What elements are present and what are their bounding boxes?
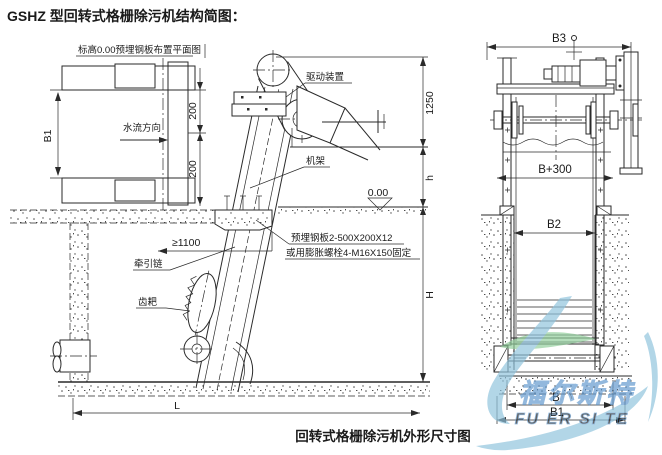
inlet-pipe xyxy=(50,339,97,373)
label-chain: 牵引链 xyxy=(133,246,236,271)
dim-b-label: B xyxy=(552,392,560,404)
label-frame: 机架 xyxy=(249,155,330,189)
rake-assembly xyxy=(182,270,217,336)
dim-b2-label: B2 xyxy=(547,219,561,231)
dim-b3-label: B3 xyxy=(552,33,566,45)
svg-text:≥1100: ≥1100 xyxy=(172,237,201,249)
motor-body xyxy=(551,65,581,83)
motor-cap xyxy=(543,68,553,80)
bearing-plates xyxy=(231,91,287,117)
dim-200-top-label: 200 xyxy=(187,102,199,120)
svg-text:机架: 机架 xyxy=(306,155,326,167)
embedded-plate-top xyxy=(114,63,156,89)
dim-length: L xyxy=(72,398,420,420)
svg-text:或用膨胀螺栓4-M16X150固定: 或用膨胀螺栓4-M16X150固定 xyxy=(286,247,412,259)
side-floor xyxy=(499,375,632,395)
dim-L-label: L xyxy=(174,400,180,412)
flow-arrow-icon xyxy=(120,137,168,143)
dim-b3: B3 xyxy=(486,33,632,60)
plan-walls xyxy=(61,61,196,206)
svg-text:齿耙: 齿耙 xyxy=(138,297,158,308)
dim-plan-offsets: 200 200 xyxy=(187,68,206,206)
gearbox xyxy=(579,59,607,87)
dim-H-label: H xyxy=(424,291,436,299)
anchor-plate-pocket xyxy=(214,195,273,231)
drive-bracket xyxy=(291,85,386,161)
screen-body xyxy=(195,85,301,393)
head-shaft xyxy=(490,101,642,139)
dim-1250-label: 1250 xyxy=(424,91,436,115)
embedded-plate-bottom xyxy=(114,179,156,202)
note-anchor-plate: 预埋钢板2-500X200X12 或用膨胀螺栓4-M16X150固定 xyxy=(255,219,420,260)
plan-subtitle: 标高0.00预埋钢板布置平面图 xyxy=(78,44,201,56)
flow-direction-label: 水流方向 xyxy=(123,122,161,134)
level-symbol-icon xyxy=(367,197,393,211)
ground-left xyxy=(10,209,215,224)
page-title: GSHZ 型回转式格栅除污机结构简图： xyxy=(7,8,246,24)
dim-chain-right: 1250 h H xyxy=(276,56,436,382)
dim-b2: B2 xyxy=(514,219,595,236)
watermark-en-text: FU ER SI TE xyxy=(515,411,629,428)
watermark-swoosh-icon xyxy=(487,296,572,424)
plan-view: 标高0.00预埋钢板布置平面图 水流方向 B1 xyxy=(42,44,206,210)
drive-unit xyxy=(496,35,643,175)
boot-sprocket xyxy=(180,332,254,385)
svg-text:预埋钢板2-500X200X12: 预埋钢板2-500X200X12 xyxy=(291,232,392,244)
dim-h-label: h xyxy=(424,175,436,181)
dim-clearance: ≥1100 xyxy=(158,232,273,254)
watermark-cn-text: 福尔斯特 xyxy=(519,378,636,408)
dim-plan-b1: B1 xyxy=(42,89,70,179)
dim-plan-b1-label: B1 xyxy=(42,129,54,142)
label-rake: 齿耙 xyxy=(136,297,191,312)
ground-right: 0.00 xyxy=(278,187,428,215)
dim-b300-label: B+300 xyxy=(538,164,572,176)
elevation-view: 0.00 xyxy=(10,50,436,420)
side-view: B3 xyxy=(481,33,643,424)
svg-text:驱动装置: 驱动装置 xyxy=(306,71,344,83)
dim-b-plus-300: B+300 xyxy=(497,164,613,181)
break-line xyxy=(502,138,604,146)
dim-200-bottom-label: 200 xyxy=(187,160,199,178)
watermark-logo: 福尔斯特 FU ER SI TE xyxy=(476,296,658,451)
label-drive: 驱动装置 xyxy=(285,71,352,98)
svg-text:牵引链: 牵引链 xyxy=(134,258,163,270)
pit-floor xyxy=(58,381,430,397)
dim-side-b1-label: B1 xyxy=(550,407,564,419)
drawing-caption: 回转式格栅除污机外形尺寸图 xyxy=(295,428,471,444)
dim-level-label: 0.00 xyxy=(368,187,389,199)
